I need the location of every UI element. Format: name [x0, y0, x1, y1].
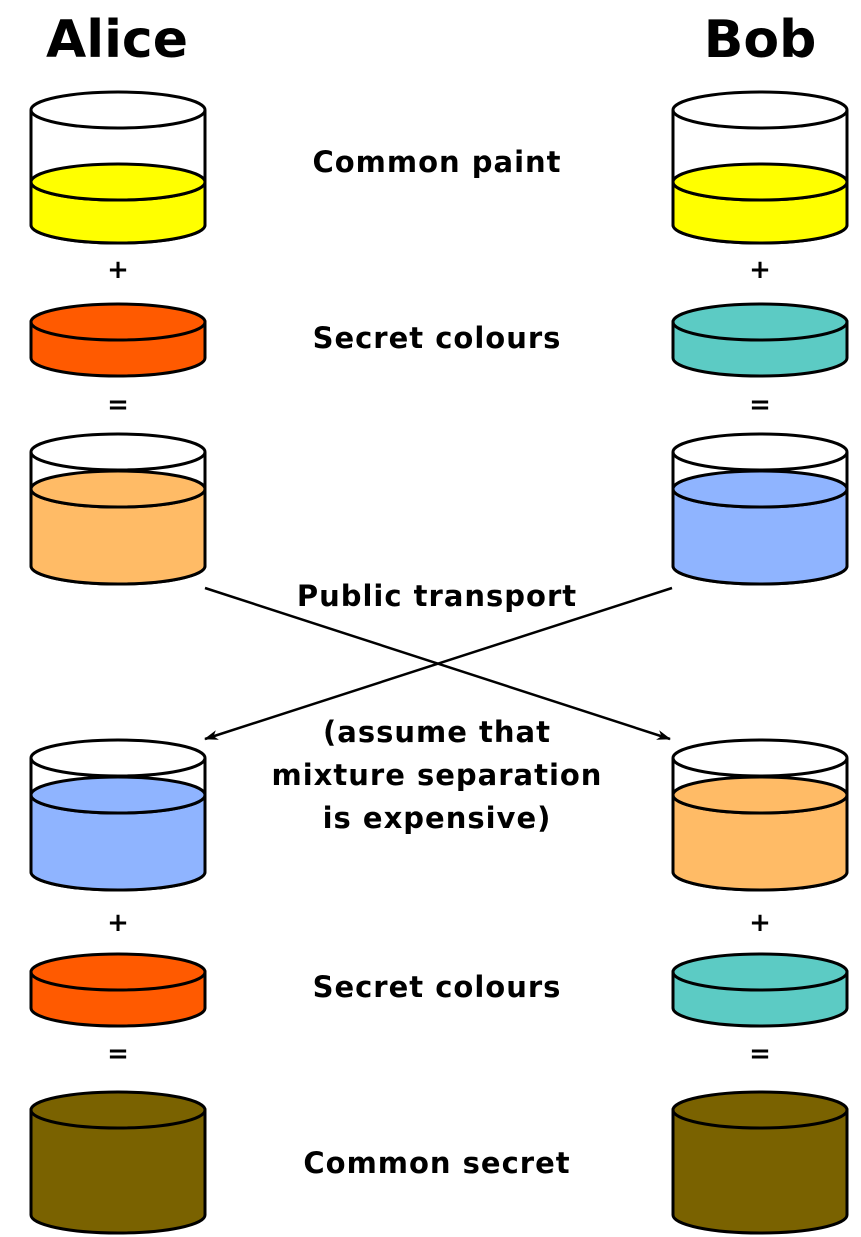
alice-mixture-bucket	[29, 432, 207, 586]
alice-plus-sign-2: +	[107, 908, 129, 938]
alice-received-mixture-bucket	[29, 738, 207, 892]
bob-plus-sign-2: +	[749, 908, 771, 938]
bob-to-alice-arrow	[204, 586, 673, 741]
alice-heading: Alice	[46, 10, 188, 70]
alice-secret-colour-disc-1	[29, 302, 207, 378]
assumption-note-line-2: mixture separation	[272, 758, 603, 792]
bob-secret-colour-disc-1	[671, 302, 849, 378]
alice-plus-sign-1: +	[107, 255, 129, 285]
secret-colours-label-1: Secret colours	[313, 321, 562, 355]
bob-plus-sign-1: +	[749, 255, 771, 285]
bob-equals-sign-1: =	[749, 390, 771, 420]
bob-common-secret-bucket	[671, 1090, 849, 1235]
secret-colours-label-2: Secret colours	[313, 970, 562, 1004]
bob-received-mixture-bucket	[671, 738, 849, 892]
common-secret-label: Common secret	[303, 1146, 570, 1180]
public-transport-label: Public transport	[297, 579, 577, 613]
bob-secret-colour-disc-2	[671, 952, 849, 1028]
bob-mixture-bucket	[671, 432, 849, 586]
alice-secret-colour-disc-2	[29, 952, 207, 1028]
alice-equals-sign-1: =	[107, 390, 129, 420]
bob-heading: Bob	[704, 10, 817, 70]
alice-common-secret-bucket	[29, 1090, 207, 1235]
bob-equals-sign-2: =	[749, 1039, 771, 1069]
bob-common-paint-bucket	[671, 90, 849, 245]
alice-common-paint-bucket	[29, 90, 207, 245]
assumption-note-line-3: is expensive)	[323, 801, 552, 835]
alice-equals-sign-2: =	[107, 1039, 129, 1069]
common-paint-label: Common paint	[312, 145, 561, 179]
assumption-note-line-1: (assume that	[323, 715, 551, 749]
